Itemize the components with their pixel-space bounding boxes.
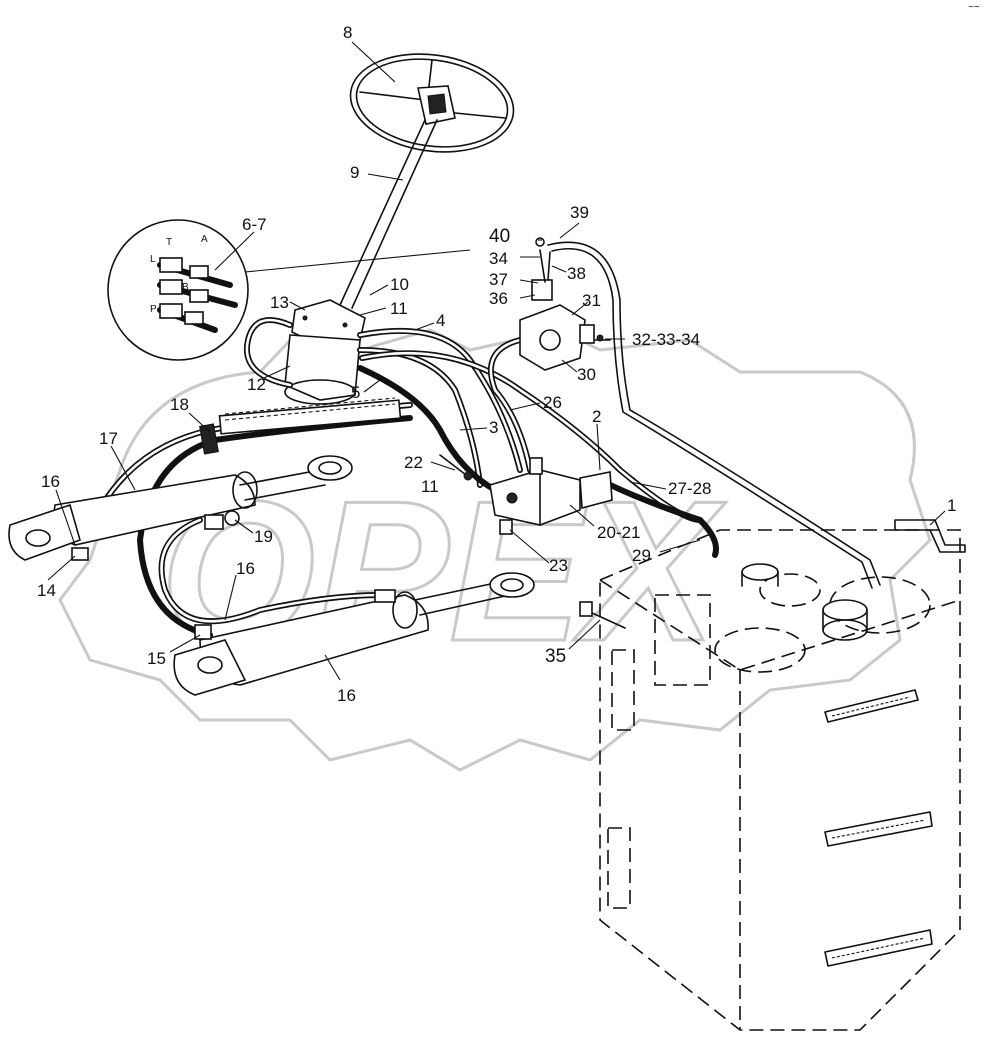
callout-31: 31 [582, 291, 601, 310]
callout-34: 34 [489, 249, 508, 268]
callout-13: 13 [270, 293, 289, 312]
callout-8: 8 [343, 23, 352, 42]
callout-1: 1 [947, 496, 956, 515]
callout-4: 4 [436, 311, 445, 330]
callout-23: 22 [404, 453, 423, 472]
hose-fittings [71, 510, 396, 640]
inset-letter-t: T [166, 237, 172, 248]
callout-35: 35 [545, 646, 566, 667]
callout-11-upper: 11 [390, 299, 408, 318]
inset-letter-l: L [150, 254, 156, 265]
callout-32-33-34: 32-33-34 [632, 330, 700, 349]
callout-5: 5 [351, 383, 360, 402]
steering-unit [284, 299, 366, 405]
callout-12: 12 [247, 375, 266, 394]
callout-labels: 8 9 6-7 10 11 13 4 12 5 3 2 26 18 17 16 … [37, 2, 980, 705]
steering-column [339, 119, 438, 309]
callout-16-upper: 16 [41, 472, 60, 491]
callout-30: 30 [577, 365, 596, 384]
callout-19: 18 [170, 395, 189, 414]
callout-11-lower: 11 [421, 477, 439, 496]
callout-17: 16 [236, 559, 255, 578]
callout-3: 3 [489, 418, 498, 437]
callout-27-28: 27-28 [668, 479, 711, 498]
callout-10: 10 [390, 275, 409, 294]
callout-9: 9 [350, 163, 359, 182]
callout-6-7: 6-7 [242, 215, 267, 234]
bolt-35 [589, 611, 626, 629]
callout-40: 40 [489, 226, 510, 247]
priority-valve [439, 454, 613, 535]
callout-39: 39 [570, 203, 589, 222]
steering-cylinder-upper [8, 455, 353, 561]
callout-15: 15 [147, 649, 166, 668]
callout-36: 36 [489, 289, 508, 308]
inset-letter-p: P [150, 304, 157, 315]
steering-wheel [349, 53, 515, 153]
watermark-gear-outline [58, 328, 932, 772]
callout-20-21: 19 [254, 527, 273, 546]
callout-24-25: 23 [549, 556, 568, 575]
tank-bracket [894, 519, 966, 553]
control-valve-block [519, 237, 604, 371]
inset-fittings: T A L B P [150, 234, 238, 333]
steering-cylinder-lower [173, 572, 535, 696]
corner-mark: ~~ [968, 2, 980, 13]
leader-lines [47, 41, 946, 681]
tank-step-lower [824, 929, 933, 967]
braided-hose-section [199, 397, 402, 455]
callout-22: 20-21 [597, 523, 640, 542]
callout-29: 29 [632, 546, 651, 565]
tank-step-upper [824, 689, 919, 723]
callout-14: 14 [37, 581, 56, 600]
inset-letter-b: B [182, 282, 189, 293]
callout-26: 26 [543, 393, 562, 412]
hydraulic-tank [579, 519, 966, 1031]
tank-step-middle [824, 811, 933, 847]
callout-18: 17 [99, 429, 118, 448]
callout-16-lower: 16 [337, 686, 356, 705]
callout-38: 38 [567, 264, 586, 283]
callout-37: 37 [489, 270, 508, 289]
callout-2: 2 [592, 407, 601, 426]
port-detail-inset: T A L B P [107, 219, 471, 361]
inset-letter-a: A [201, 234, 208, 245]
